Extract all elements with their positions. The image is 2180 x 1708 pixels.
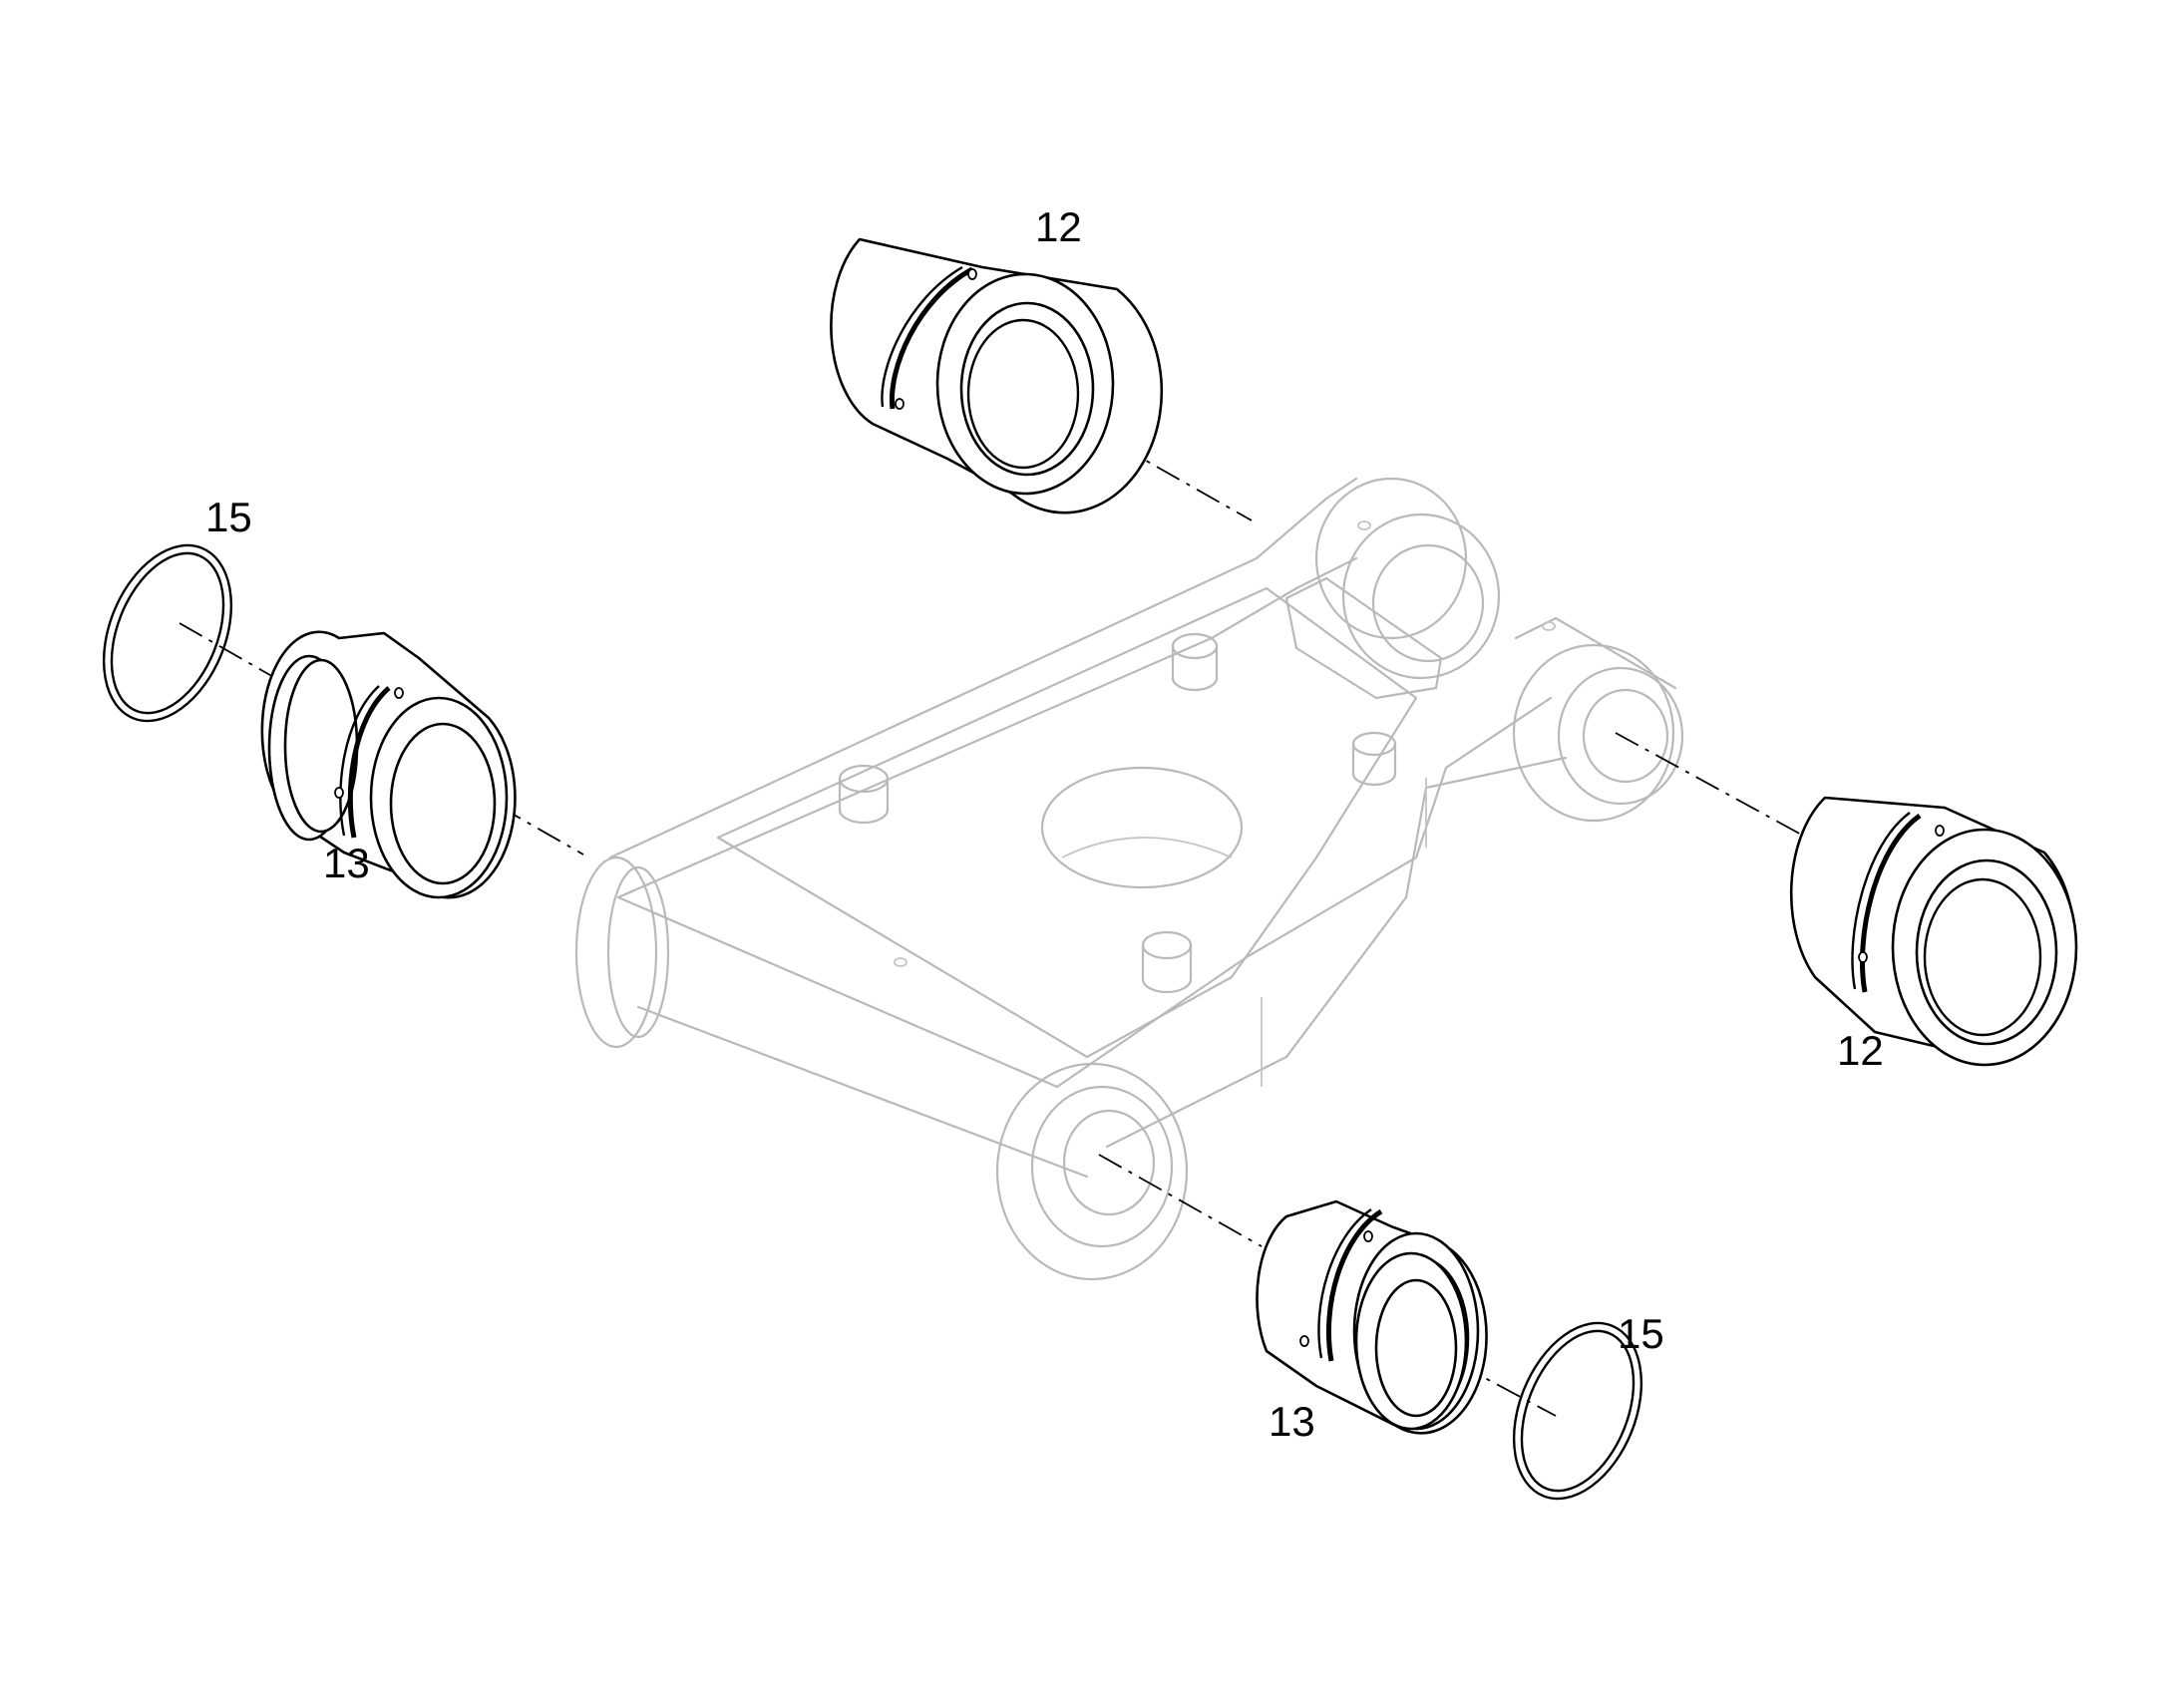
callout-bushing-right: 12	[1837, 1027, 1884, 1074]
bushing-top	[830, 237, 1164, 514]
bushing-left	[260, 630, 517, 899]
callout-bushing-bottom: 13	[1269, 1398, 1315, 1445]
bushing-bottom	[1256, 1199, 1488, 1435]
callout-ring-bottom: 15	[1618, 1310, 1664, 1357]
ring-bottom	[1512, 1321, 1643, 1501]
assembly-axes	[179, 398, 1826, 1417]
callout-bushing-top: 12	[1035, 203, 1082, 250]
link-frame	[574, 477, 1684, 1281]
bushing-right	[1789, 796, 2078, 1067]
callout-ring-left: 15	[205, 494, 252, 540]
ring-left	[102, 543, 233, 723]
callout-bushing-left: 13	[323, 840, 370, 886]
